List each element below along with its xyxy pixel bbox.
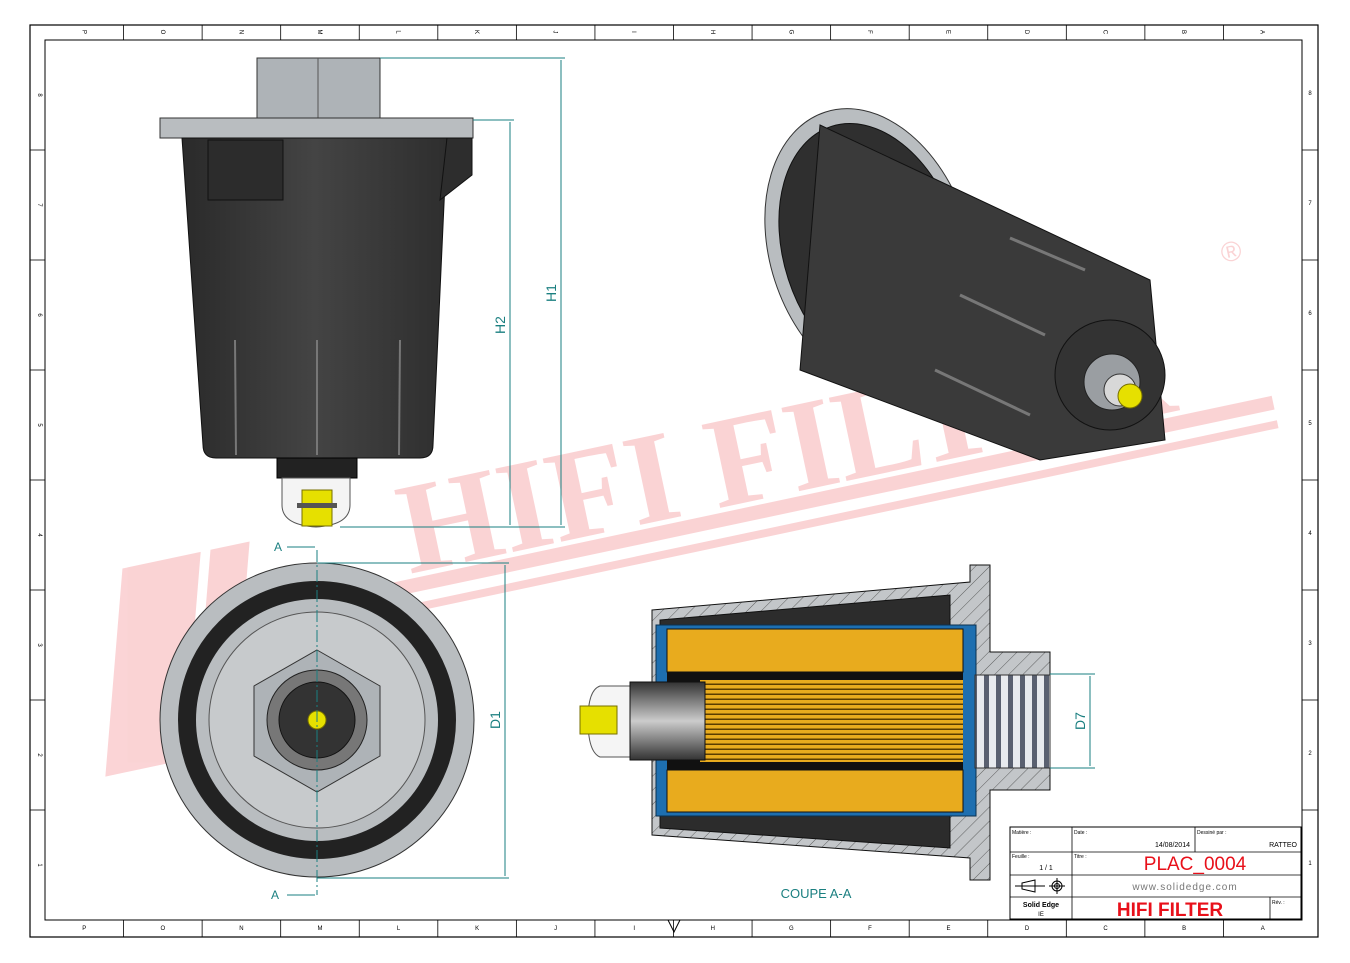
border-label-bottom: L [397,926,401,932]
projection-symbol-icon [1015,878,1065,894]
border-label-left: 6 [36,313,42,317]
border-label-left: 7 [36,203,42,207]
border-label-top: L [395,30,401,34]
revision-label: Rév. : [1272,900,1285,906]
border-label-right: 8 [1308,91,1312,97]
border-label-right: 4 [1308,531,1312,537]
drawn-by-value: RATTEO [1269,842,1297,849]
border-label-bottom: G [789,926,794,932]
border-label-right: 2 [1308,751,1312,757]
drawing-title: PLAC_0004 [1144,854,1247,875]
dimension-h1-label: H1 [543,284,559,302]
sheet-label: Feuille : [1012,854,1030,860]
border-label-top: M [316,30,322,35]
border-label-bottom: F [868,926,872,932]
title-label: Titre : [1074,854,1087,860]
border-label-bottom: D [1025,926,1030,932]
center-mark-icon [667,919,681,934]
drawing-border: P O N M L K J I H G F E D C B A P O N M L K J I H G F E D C B A 8 8 7 7 6 6 5 5… [29,24,1319,938]
software-name: Solid Edge [1023,902,1059,909]
border-label-top: E [944,30,950,34]
software-sub: IE [1038,912,1044,918]
border-label-left: 3 [36,643,42,647]
border-label-bottom: K [475,926,479,932]
registered-mark: ® [1218,234,1245,269]
border-label-bottom: E [946,926,950,932]
border-label-right: 3 [1308,641,1312,647]
border-label-bottom: H [711,926,715,932]
front-view [159,57,474,528]
border-label-left: 8 [36,93,42,97]
material-label: Matière : [1012,830,1031,836]
dimension-d1-label: D1 [487,711,503,729]
border-label-bottom: J [554,926,557,932]
border-label-right: 7 [1308,201,1312,207]
border-label-top: I [630,31,636,33]
section-markers [287,546,509,896]
border-label-top: H [709,30,715,34]
section-mark-top: A [274,540,282,554]
border-label-bottom: A [1261,926,1265,932]
section-title: COUPE A-A [781,886,852,901]
section-view [579,564,1095,881]
sheet-value: 1 / 1 [1039,865,1053,872]
date-value: 14/08/2014 [1155,842,1190,849]
border-label-top: F [866,30,872,34]
dimension-h1 [340,57,565,528]
border-label-left: 5 [36,423,42,427]
border-label-bottom: N [239,926,243,932]
border-label-right: 1 [1308,861,1312,867]
border-label-right: 5 [1308,421,1312,427]
border-label-bottom: P [82,926,86,932]
border-label-top: G [787,30,793,35]
border-label-bottom: I [633,926,635,932]
border-label-top: D [1023,30,1029,35]
border-label-top: B [1180,30,1186,34]
border-label-left: 1 [36,863,42,867]
section-mark-bottom: A [271,888,279,902]
border-label-top: A [1259,30,1265,34]
dimension-h2-label: H2 [492,316,508,334]
border-label-top: J [552,31,558,34]
bottom-view [159,550,475,895]
drawn-by-label: Dessiné par : [1197,830,1226,836]
border-label-bottom: B [1182,926,1186,932]
border-label-top: O [159,30,165,35]
border-label-top: N [237,30,243,34]
border-label-top: P [80,30,86,34]
website: www.solidedge.com [1131,882,1237,893]
border-label-top: C [1102,30,1108,35]
border-label-bottom: M [317,926,322,932]
title-block: Matière : Date : 14/08/2014 Dessiné par … [1009,826,1302,921]
company-name: HIFI FILTER [1117,900,1224,921]
border-label-left: 4 [36,533,42,537]
border-label-top: K [473,30,479,34]
border-label-right: 6 [1308,311,1312,317]
dimension-d7-label: D7 [1072,712,1088,730]
border-label-left: 2 [36,753,42,757]
isometric-view [764,108,1166,461]
date-label: Date : [1074,830,1087,836]
border-label-bottom: O [161,926,166,932]
border-label-bottom: C [1103,926,1108,932]
